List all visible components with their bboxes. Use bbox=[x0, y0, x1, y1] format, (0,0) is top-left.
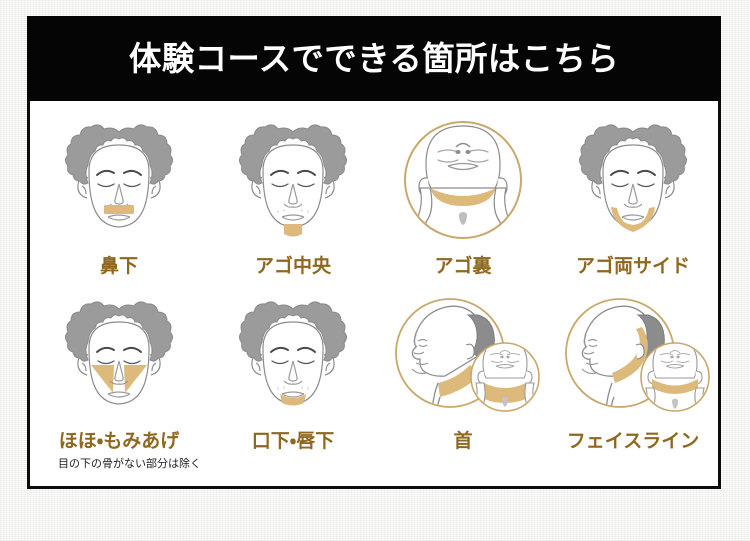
treatment-item-label: フェイスライン bbox=[566, 431, 700, 452]
treatment-item-label: 口下・唇下 bbox=[251, 431, 335, 452]
treatment-item-label: ほほ・もみあげ bbox=[58, 431, 180, 452]
treatment-item-hoho-momiage[interactable]: ほほ・もみあげ 目の下の骨がない部分は除く bbox=[30, 289, 208, 486]
treatment-item-note: 目の下の骨がない部分は除く bbox=[58, 457, 201, 470]
treatment-item-face-line[interactable]: フェイスライン bbox=[548, 289, 718, 486]
treatment-item-kuchishita-kuchibirushita[interactable]: 口下・唇下 bbox=[208, 289, 378, 486]
face-front-chin-center-icon bbox=[208, 116, 378, 251]
page-title: 体験コースでできる箇所はこちら bbox=[128, 40, 620, 77]
face-front-below-lip-icon bbox=[208, 293, 378, 428]
treatment-item-label: アゴ両サイド bbox=[575, 256, 690, 277]
treatment-area-grid: 鼻下 bbox=[30, 104, 718, 486]
treatment-item-ago-ryo-side[interactable]: アゴ両サイド bbox=[548, 104, 718, 289]
treatment-item-ago-ura[interactable]: アゴ裏 bbox=[378, 104, 548, 289]
treatment-item-label: 鼻下 bbox=[99, 256, 138, 277]
title-banner: 体験コースでできる箇所はこちら bbox=[27, 16, 721, 101]
treatment-item-label: アゴ中央 bbox=[254, 256, 331, 277]
face-front-upper-lip-icon bbox=[34, 116, 204, 251]
treatment-item-ago-chuo[interactable]: アゴ中央 bbox=[208, 104, 378, 289]
treatment-item-label: 首 bbox=[453, 431, 473, 452]
face-front-cheeks-sideburns-icon bbox=[34, 293, 204, 428]
treatment-item-kubi[interactable]: 首 bbox=[378, 289, 548, 486]
treatment-item-hanashita[interactable]: 鼻下 bbox=[30, 104, 208, 289]
face-line-profile-with-inset-icon bbox=[548, 293, 718, 428]
neck-profile-with-inset-icon bbox=[378, 293, 548, 428]
content-card: 体験コースでできる箇所はこちら bbox=[27, 16, 721, 489]
face-tilted-under-chin-icon bbox=[378, 116, 548, 251]
face-front-chin-sides-icon bbox=[548, 116, 718, 251]
treatment-item-label: アゴ裏 bbox=[434, 256, 492, 277]
